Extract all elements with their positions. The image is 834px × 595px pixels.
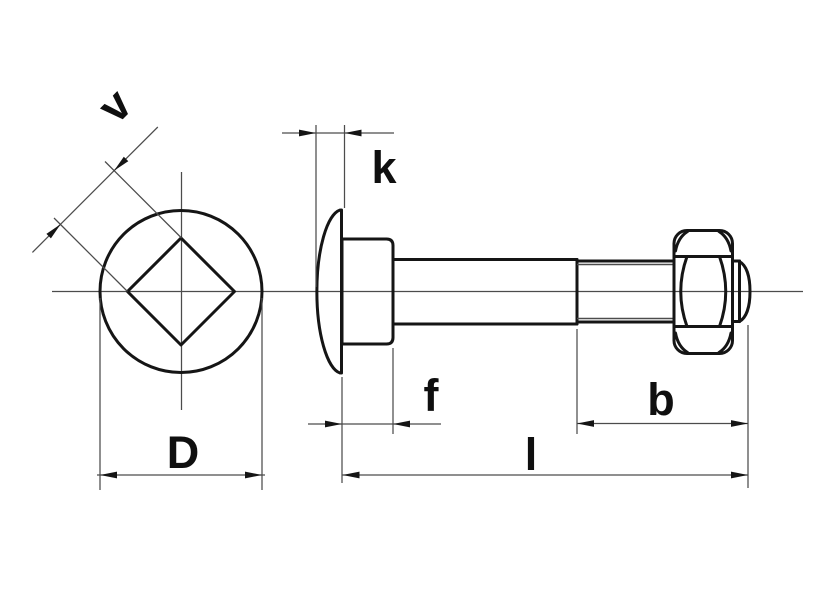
nut-top-face-arc-right <box>717 230 733 253</box>
f-arrow-left <box>325 420 342 428</box>
dimension-k: k <box>282 125 397 287</box>
bolt-end-cap-arc <box>738 260 752 323</box>
v-arrow-upper <box>114 156 129 171</box>
l-arrow-right <box>731 471 748 479</box>
nut-outline <box>672 229 734 355</box>
D-arrow-left <box>100 471 117 479</box>
v-extension-line-top <box>104 161 182 239</box>
v-arrow-lower <box>46 224 61 239</box>
nut-bottom-face-arc-left <box>674 331 689 354</box>
D-label: D <box>167 427 200 478</box>
v-extension-line-left <box>53 217 128 292</box>
square-neck-side-outline <box>340 237 395 346</box>
D-arrow-right <box>245 471 262 479</box>
b-arrow-left <box>577 420 594 427</box>
side-view: k f b l <box>282 125 752 488</box>
nut-chamfer-arc-right <box>718 255 728 328</box>
l-label: l <box>525 429 538 480</box>
nut-bottom-face-arc-right <box>717 331 733 354</box>
l-arrow-left <box>342 471 360 479</box>
front-view: v D <box>31 79 265 490</box>
v-label: v <box>88 79 142 133</box>
dimension-b: b <box>576 325 749 488</box>
bolt-end <box>731 259 752 323</box>
k-label: k <box>371 142 397 193</box>
f-arrow-right <box>393 420 410 428</box>
dimension-l: l <box>342 429 748 480</box>
square-neck-front-outline <box>126 236 236 347</box>
k-arrow-right <box>344 129 362 137</box>
b-arrow-right <box>731 420 748 427</box>
head-outline-circle <box>98 209 264 374</box>
dome-head-arc <box>315 208 342 375</box>
dimension-f: f <box>308 348 441 483</box>
b-label: b <box>647 374 675 425</box>
dimension-D: D <box>97 298 265 490</box>
nut-chamfer-arc-left <box>679 255 689 328</box>
nut-top-face-arc-left <box>674 230 689 253</box>
f-label: f <box>424 370 440 421</box>
hex-nut <box>672 229 734 355</box>
k-arrow-left <box>299 129 316 137</box>
